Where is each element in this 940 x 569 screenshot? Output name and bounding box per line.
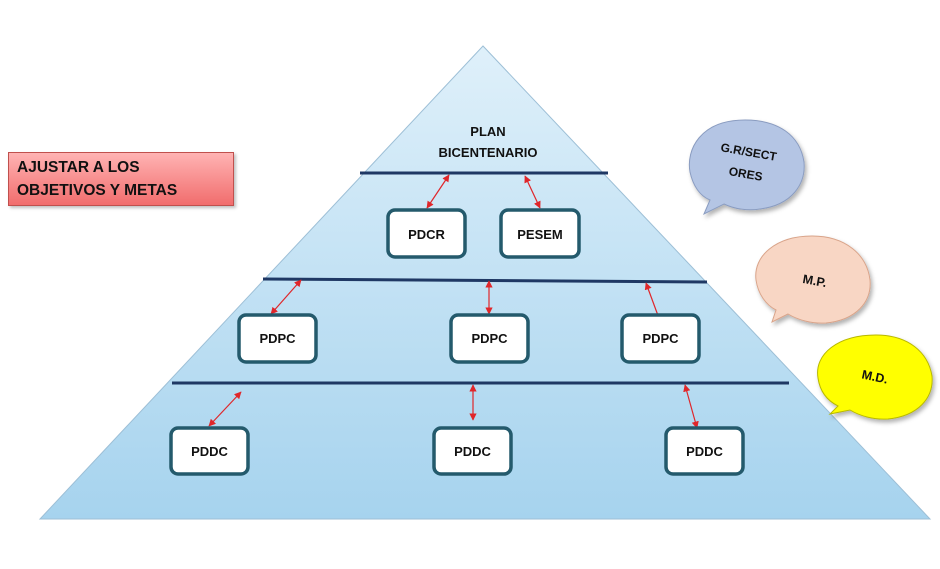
arrow-pddc-left (208, 391, 242, 427)
level3-box-pddc-center: PDDC (432, 426, 513, 476)
box-label: PESEM (517, 227, 563, 242)
box-label: PDPC (259, 331, 296, 346)
apex-label-line1: PLAN (470, 124, 505, 139)
bubble-label-line2: ORES (728, 164, 764, 184)
level3-box-pddc-right: PDDC (664, 426, 745, 476)
box-label: PDDC (686, 444, 723, 459)
box-label: PDDC (454, 444, 491, 459)
speech-bubble-mp (755, 235, 871, 324)
box-label: PDDC (191, 444, 228, 459)
speech-bubble-md (817, 334, 933, 420)
box-label: PDCR (408, 227, 445, 242)
arrow-pdpc-left (270, 279, 302, 315)
bubble-label: M.P. (802, 272, 828, 290)
level3-box-pddc-left: PDDC (169, 426, 250, 476)
level1-box-pesem: PESEM (499, 208, 581, 259)
level2-box-pdpc-right: PDPC (620, 313, 701, 364)
bubble-label: M.D. (860, 367, 889, 386)
level2-box-pdpc-center: PDPC (449, 313, 530, 364)
apex-label-line2: BICENTENARIO (439, 145, 538, 160)
level1-box-pdcr: PDCR (386, 208, 467, 259)
arrow-pddc-right (683, 384, 699, 429)
divider-line-middle (262, 277, 708, 284)
arrow-pesem (524, 175, 541, 209)
banner-text: AJUSTAR A LOS OBJETIVOS Y METAS (17, 159, 178, 199)
level2-box-pdpc-left: PDPC (237, 313, 318, 364)
objectives-banner: AJUSTAR A LOS OBJETIVOS Y METAS (8, 152, 234, 206)
box-label: PDPC (471, 331, 508, 346)
box-label: PDPC (642, 331, 679, 346)
speech-bubble-gr-sectores (688, 119, 805, 216)
arrow-pdcr (426, 174, 450, 209)
